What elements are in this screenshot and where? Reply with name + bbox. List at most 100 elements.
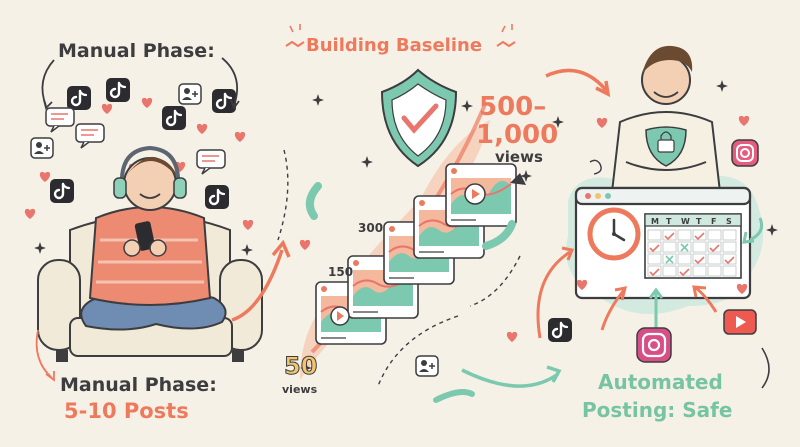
- calendar-cell: [692, 253, 707, 265]
- goal-views-range-line-1: 500–: [479, 92, 547, 122]
- tiktok-icon: [65, 84, 93, 112]
- tiktok-icon: [104, 76, 132, 104]
- shield-check-icon: [380, 68, 458, 168]
- calendar-day-label: T: [666, 217, 672, 226]
- tiktok-icon: [160, 104, 188, 132]
- tiktok-icon: [48, 177, 76, 205]
- sparkle-icon: [241, 244, 253, 256]
- add-user-icon: [415, 355, 439, 377]
- chat-bubble-icon: [45, 107, 75, 133]
- calendar-check-mark: [649, 268, 660, 277]
- calendar-cell: [677, 253, 692, 265]
- step-views-150: 150: [328, 265, 354, 279]
- calendar-cell: [707, 265, 722, 277]
- posts-count-label: 5-10 Posts: [64, 399, 189, 423]
- calendar-cell: [692, 241, 707, 253]
- step-views-300: 300: [358, 221, 384, 235]
- heart-icon: [234, 131, 246, 142]
- flow-arrow: [231, 249, 284, 322]
- calendar-day-label: S: [726, 217, 732, 226]
- sparkle-icon: [34, 242, 46, 254]
- manual-phase-heading-bottom: Manual Phase:: [60, 374, 217, 396]
- post-cards: [315, 163, 517, 345]
- lock-icon: [657, 139, 675, 153]
- calendar-cell: [722, 241, 737, 253]
- instagram-icon: [731, 139, 759, 167]
- tiktok-icon: [203, 183, 231, 211]
- start-views-count: 50: [283, 352, 318, 380]
- calendar-check-mark: [724, 256, 735, 265]
- person-arms-crossed: [610, 45, 722, 200]
- calendar-cell: [647, 265, 662, 277]
- calendar-cell: [647, 253, 662, 265]
- add-user-icon: [178, 83, 202, 105]
- calendar-cell: [677, 229, 692, 241]
- curved-arrow: [41, 59, 55, 107]
- heart-icon: [596, 117, 608, 128]
- tiktok-icon: [546, 316, 574, 344]
- calendar-cell: [677, 265, 692, 277]
- calendar-cell: [692, 265, 707, 277]
- sparkle-icon: [716, 80, 728, 92]
- calendar-cell: [692, 229, 707, 241]
- sparkle-icon: [461, 100, 473, 112]
- sparkle-icon: [766, 224, 778, 236]
- curved-arrow: [221, 57, 238, 107]
- sparkle-icon: [312, 94, 324, 106]
- calendar-cell: [707, 229, 722, 241]
- heart-icon: [506, 331, 518, 342]
- goal-views-unit: views: [495, 148, 543, 166]
- calendar-check-mark: [649, 244, 660, 253]
- calendar-cell: [722, 229, 737, 241]
- automated-caption-line-1: Automated: [598, 370, 723, 394]
- calendar-cell: [662, 241, 677, 253]
- sparkle-icon: [361, 156, 373, 168]
- calendar-cell: [662, 253, 677, 265]
- heart-icon: [299, 239, 311, 250]
- calendar-check-mark: [694, 232, 705, 241]
- calendar-x-mark: [680, 243, 689, 252]
- calendar-x-mark: [665, 255, 674, 264]
- goal-views-range-line-2: 1,000: [476, 120, 559, 150]
- calendar-cell: [662, 265, 677, 277]
- calendar-cell: [647, 241, 662, 253]
- heart-icon: [141, 97, 153, 108]
- youtube-icon: [723, 309, 757, 335]
- instagram-icon: [636, 327, 672, 363]
- building-baseline-title: Building Baseline: [306, 35, 483, 56]
- curved-arrow: [35, 329, 53, 379]
- calendar-day-label: M: [651, 217, 659, 226]
- calendar-cell: [707, 241, 722, 253]
- start-views-unit: views: [282, 383, 318, 396]
- calendar-day-label: T: [696, 217, 702, 226]
- clock-icon: [587, 207, 641, 261]
- calendar-day-label: W: [681, 217, 690, 226]
- add-user-icon: [30, 137, 54, 159]
- heart-icon: [242, 219, 254, 230]
- heart-icon: [24, 208, 36, 219]
- heart-icon: [39, 171, 51, 182]
- calendar-day-label: F: [711, 217, 716, 226]
- calendar-check-mark: [694, 256, 705, 265]
- calendar-check-mark: [664, 232, 675, 241]
- chat-bubble-icon: [196, 149, 226, 175]
- flow-arrow: [545, 68, 608, 92]
- person-with-phone: [80, 145, 227, 331]
- chat-bubble-icon: [75, 123, 105, 149]
- calendar-cell: [662, 229, 677, 241]
- calendar-cell: [722, 265, 737, 277]
- calendar-cell: [677, 241, 692, 253]
- calendar-check-mark: [679, 268, 690, 277]
- calendar-cell: [647, 229, 662, 241]
- heart-icon: [738, 115, 750, 126]
- automated-caption-line-2: Posting: Safe: [582, 398, 733, 422]
- heart-icon: [101, 103, 113, 114]
- calendar-cell: [707, 253, 722, 265]
- flow-arrow: [461, 368, 560, 388]
- heart-icon: [196, 123, 208, 134]
- tiktok-icon: [210, 87, 238, 115]
- manual-phase-heading-top: Manual Phase:: [58, 40, 215, 62]
